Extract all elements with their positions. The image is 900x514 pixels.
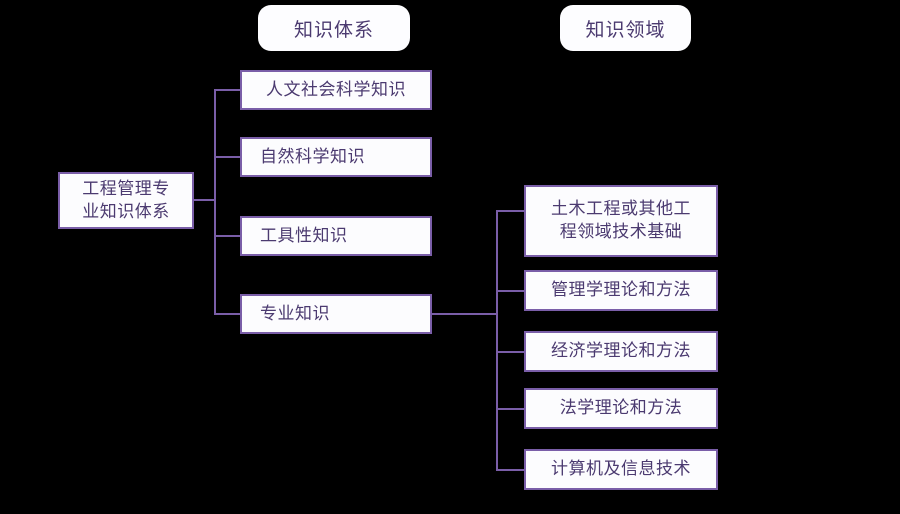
connector-right-spine	[496, 210, 498, 471]
node-civil-engineering-technical-foundation[interactable]: 土木工程或其他工 程领域技术基础	[524, 185, 718, 257]
root-node-engineering-management[interactable]: 工程管理专 业知识体系	[58, 172, 194, 229]
connector-left-branch-2	[214, 156, 241, 158]
node-management-theory-methods-label: 管理学理论和方法	[551, 280, 691, 301]
root-node-line-2: 业知识体系	[82, 201, 170, 222]
connector-left-branch-1	[214, 89, 241, 91]
node-management-theory-methods[interactable]: 管理学理论和方法	[524, 270, 718, 311]
node-economics-theory-methods-label: 经济学理论和方法	[551, 341, 691, 362]
node-civil-engineering-technical-foundation-line-2: 程领域技术基础	[559, 222, 683, 242]
connector-root-stub	[194, 199, 216, 201]
header-pill-knowledge-domain-label: 知识领域	[585, 18, 666, 41]
node-economics-theory-methods[interactable]: 经济学理论和方法	[524, 331, 718, 372]
connector-right-branch-4	[496, 408, 525, 410]
node-computer-information-technology[interactable]: 计算机及信息技术	[524, 449, 718, 490]
header-pill-knowledge-system: 知识体系	[258, 5, 410, 51]
node-professional-knowledge-label: 专业知识	[260, 303, 330, 324]
node-instrumental-knowledge[interactable]: 工具性知识	[240, 216, 432, 256]
node-professional-knowledge[interactable]: 专业知识	[240, 294, 432, 334]
header-pill-knowledge-system-label: 知识体系	[293, 18, 374, 41]
node-civil-engineering-technical-foundation-line-1: 土木工程或其他工	[551, 199, 691, 220]
node-humanities-social-science-label: 人文社会科学知识	[266, 79, 406, 100]
connector-right-branch-3	[496, 351, 525, 353]
connector-right-branch-1	[496, 210, 525, 212]
node-instrumental-knowledge-label: 工具性知识	[260, 225, 348, 246]
node-natural-science[interactable]: 自然科学知识	[240, 137, 432, 177]
node-law-theory-methods-label: 法学理论和方法	[559, 398, 683, 419]
connector-left-branch-3	[214, 235, 241, 237]
connector-right-branch-2	[496, 290, 525, 292]
connector-right-branch-5	[496, 469, 525, 471]
node-natural-science-label: 自然科学知识	[260, 146, 365, 167]
node-humanities-social-science[interactable]: 人文社会科学知识	[240, 70, 432, 110]
node-law-theory-methods[interactable]: 法学理论和方法	[524, 388, 718, 429]
node-computer-information-technology-label: 计算机及信息技术	[551, 459, 691, 480]
root-node-line-1: 工程管理专	[82, 178, 170, 199]
connector-left-branch-4	[214, 313, 241, 315]
header-pill-knowledge-domain: 知识领域	[560, 5, 691, 51]
connector-professional-stub	[432, 313, 498, 315]
connector-left-spine	[214, 89, 216, 315]
